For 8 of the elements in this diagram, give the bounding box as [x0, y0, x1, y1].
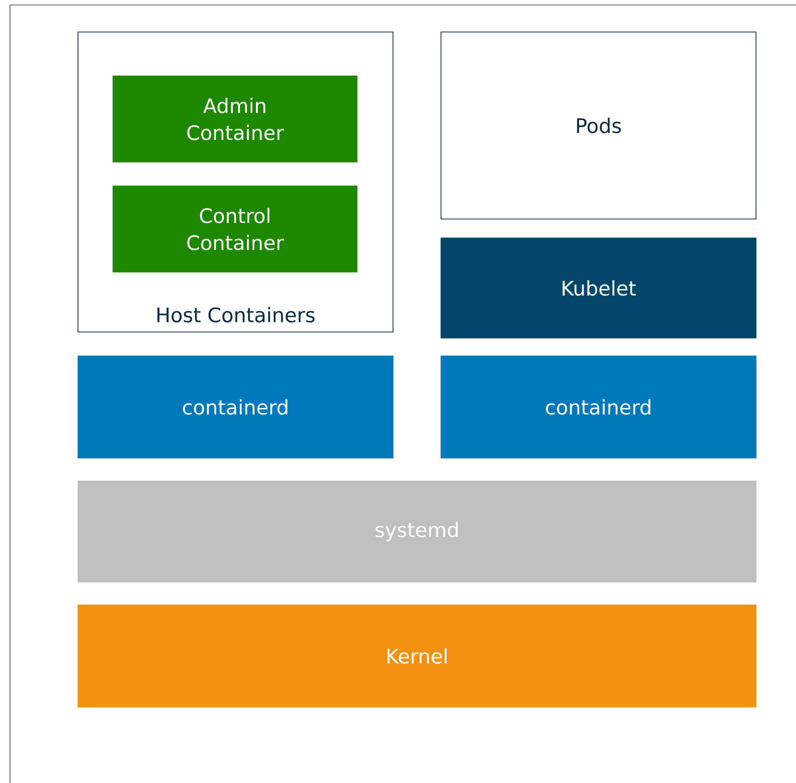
layer-box: Pods: [440, 32, 756, 220]
container-box: Admin Container: [112, 76, 358, 162]
layer-box: containerd: [78, 356, 394, 458]
layer-box: Kubelet: [440, 238, 756, 338]
layer-box: systemd: [78, 480, 756, 582]
container-box: Control Container: [112, 186, 358, 272]
layer-box: containerd: [440, 356, 756, 458]
layer-box: Kernel: [78, 604, 756, 708]
